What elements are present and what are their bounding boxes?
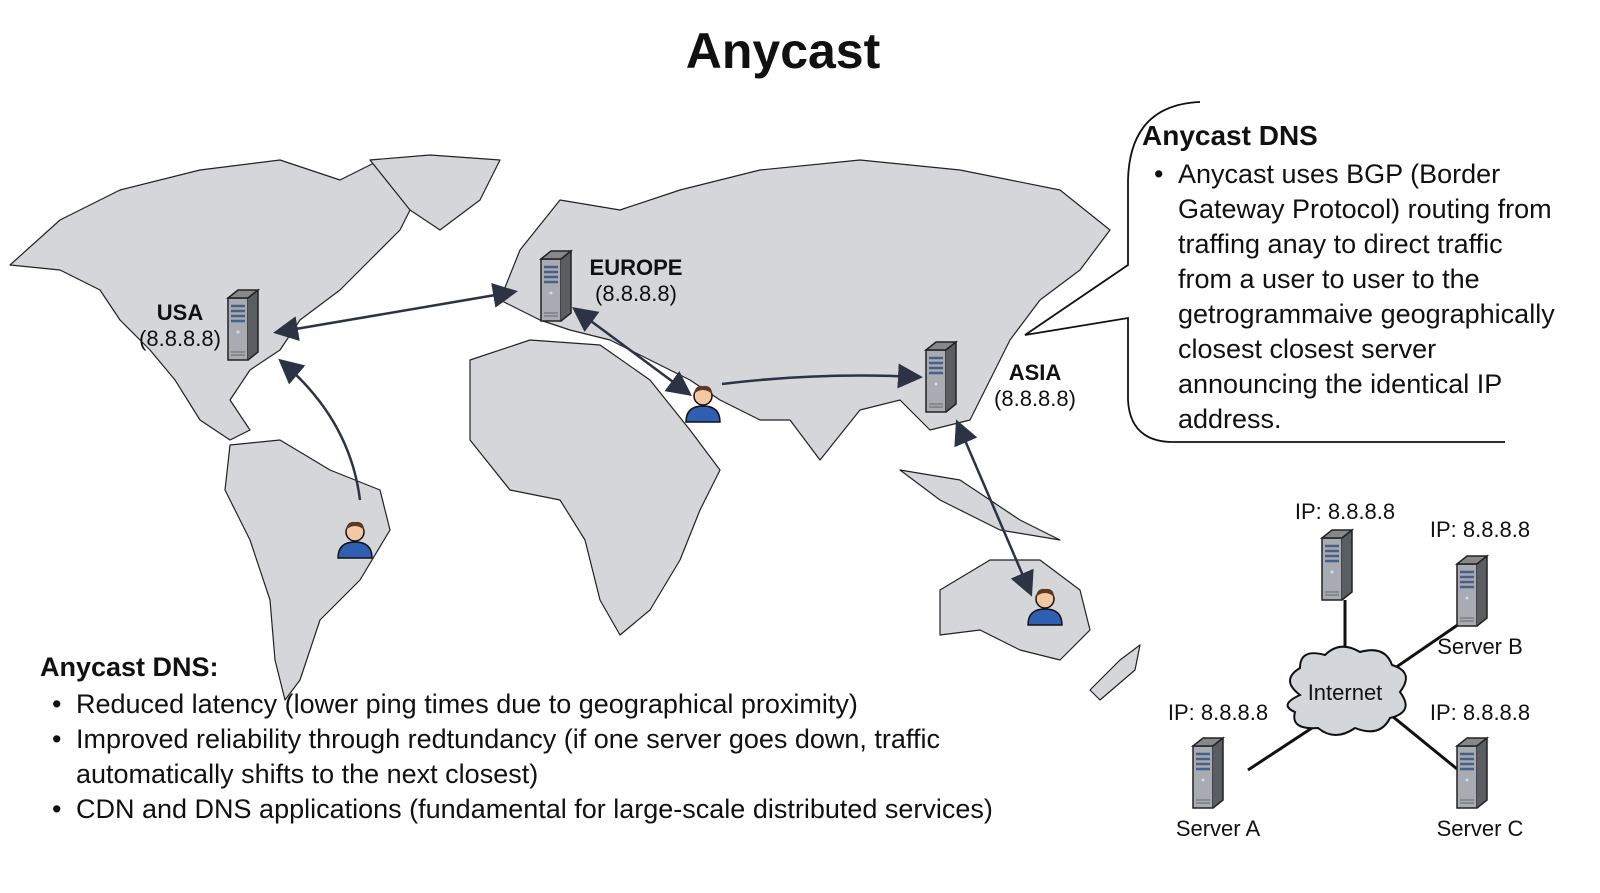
server-a-icon xyxy=(1191,736,1225,810)
internet-label: Internet xyxy=(1307,680,1383,705)
brazil-usa-arrow xyxy=(278,358,362,501)
server-c-ip: IP: 8.8.8.8 xyxy=(1429,700,1531,725)
asia-australia-arrow xyxy=(954,419,1034,597)
usa-server-icon xyxy=(226,288,260,362)
internet-cloud-icon xyxy=(1286,645,1407,736)
europe-mideast-arrow xyxy=(571,307,693,396)
location-ip: (8.8.8.8) xyxy=(139,326,221,351)
benefit-item: CDN and DNS applications (fundamental fo… xyxy=(40,792,1120,827)
server-c-label: Server C xyxy=(1436,816,1524,841)
callout-heading: Anycast DNS xyxy=(1142,120,1318,151)
server-c-icon xyxy=(1455,736,1489,810)
location-ip: (8.8.8.8) xyxy=(595,281,677,306)
africa xyxy=(469,339,721,636)
page-title: Anycast xyxy=(685,23,881,79)
server-b-icon xyxy=(1455,554,1489,628)
server-a-ip: IP: 8.8.8.8 xyxy=(1167,700,1269,725)
benefits-list: Anycast DNS: Reduced latency (lower ping… xyxy=(40,650,1120,827)
mideast-asia-arrow xyxy=(721,363,923,389)
location-name: EUROPE xyxy=(589,255,683,280)
asia-server-icon xyxy=(924,340,958,414)
top-server-ip: IP: 8.8.8.8 xyxy=(1294,499,1396,524)
callout-box: Anycast DNS Anycast uses BGP (Border Gat… xyxy=(1142,118,1562,437)
server-b-ip: IP: 8.8.8.8 xyxy=(1429,517,1531,542)
australia xyxy=(939,559,1091,661)
benefit-item: Reduced latency (lower ping times due to… xyxy=(40,687,1120,722)
location-name: ASIA xyxy=(1008,360,1062,385)
benefit-item: Improved reliability through redtundancy… xyxy=(40,722,1036,792)
usa-europe-arrow xyxy=(273,283,518,341)
top-server-icon xyxy=(1320,528,1354,602)
southeast-asia xyxy=(899,469,1061,541)
benefits-heading: Anycast DNS: xyxy=(40,652,219,682)
server-b-label: Server B xyxy=(1437,634,1523,659)
europe-server-icon xyxy=(539,249,573,323)
location-ip: (8.8.8.8) xyxy=(994,386,1076,411)
usa-label: USA(8.8.8.8) xyxy=(130,300,230,352)
asia-label: ASIA(8.8.8.8) xyxy=(985,360,1085,412)
callout-bullet: Anycast uses BGP (Border Gateway Protoco… xyxy=(1142,157,1562,437)
south-america xyxy=(224,439,391,701)
europe-label: EUROPE(8.8.8.8) xyxy=(586,255,686,307)
location-name: USA xyxy=(156,300,204,325)
server-a-label: Server A xyxy=(1175,816,1261,841)
greenland xyxy=(369,154,501,231)
